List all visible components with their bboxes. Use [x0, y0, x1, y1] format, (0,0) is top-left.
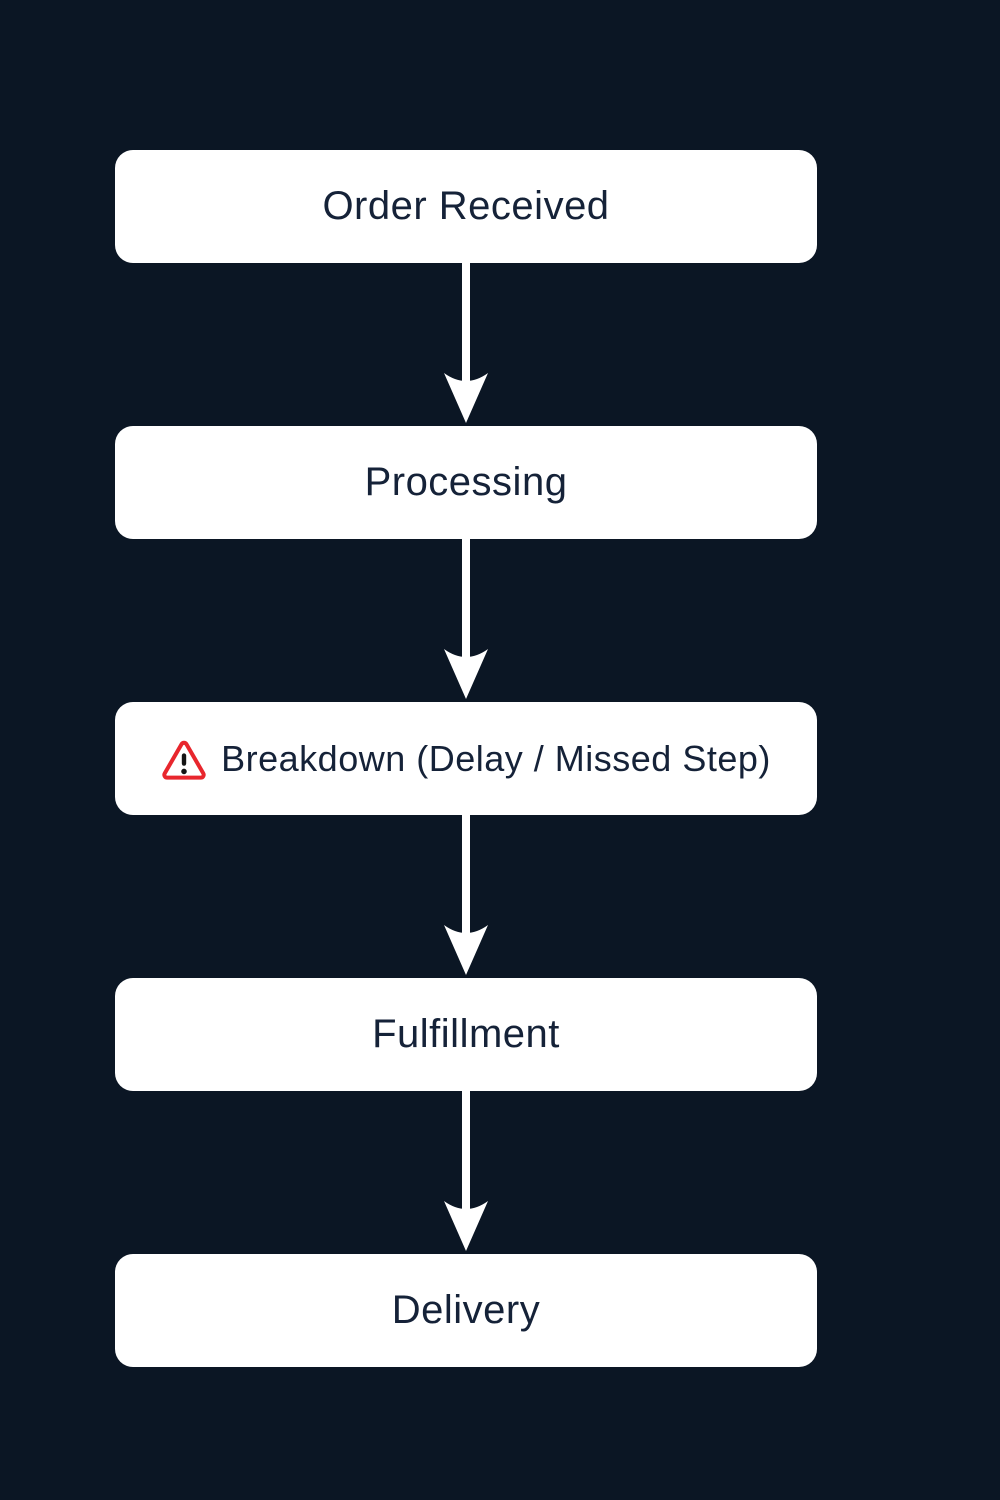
- flow-arrow: [115, 539, 817, 702]
- flow-node-delivery: Delivery: [115, 1254, 817, 1367]
- flow-arrow: [115, 1091, 817, 1254]
- flow-node-fulfillment: Fulfillment: [115, 978, 817, 1091]
- node-label: Breakdown (Delay / Missed Step): [221, 737, 771, 779]
- node-label: Processing: [364, 460, 568, 504]
- flow-arrow: [115, 815, 817, 978]
- node-label: Delivery: [391, 1288, 541, 1332]
- flow-arrow: [115, 263, 817, 426]
- node-label: Order Received: [322, 184, 610, 228]
- node-label: Fulfillment: [372, 1012, 560, 1056]
- warning-triangle-icon: [161, 739, 207, 781]
- flowchart: Order Received Processing Breakdown (Del…: [115, 150, 817, 1367]
- arrow-down-icon: [444, 1091, 488, 1251]
- arrow-down-icon: [444, 815, 488, 975]
- flow-node-order-received: Order Received: [115, 150, 817, 263]
- arrow-down-icon: [444, 539, 488, 699]
- arrow-down-icon: [444, 263, 488, 423]
- flow-node-processing: Processing: [115, 426, 817, 539]
- flow-node-breakdown: Breakdown (Delay / Missed Step): [115, 702, 817, 815]
